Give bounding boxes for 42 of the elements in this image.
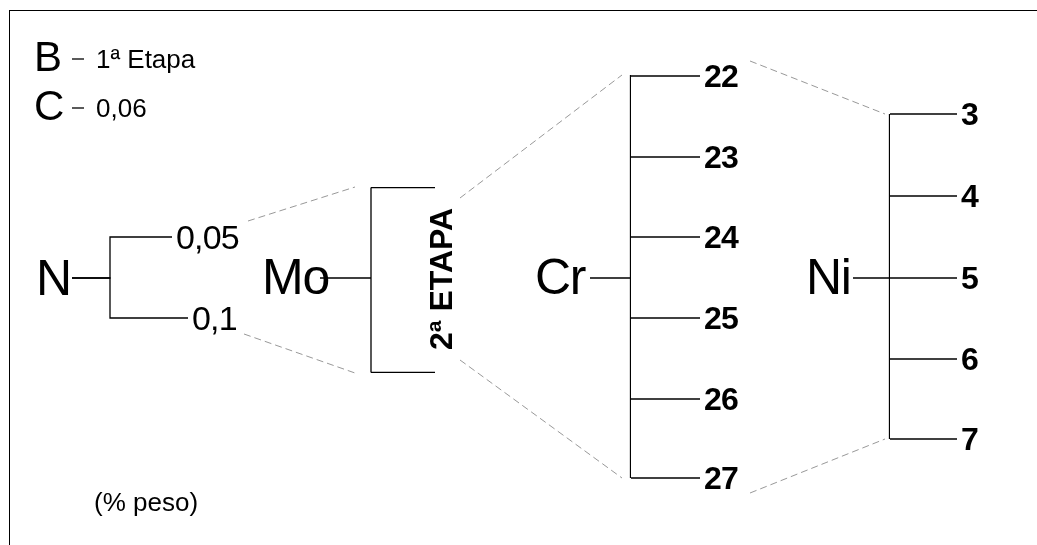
tree-line	[630, 156, 701, 158]
dashed-line	[243, 333, 356, 374]
tree-line	[630, 477, 701, 479]
value-label: 4	[961, 181, 987, 211]
stage-label: 2ª ETAPA	[422, 198, 460, 360]
dashed-line	[459, 359, 623, 479]
unit-note: (% peso)	[94, 489, 199, 515]
value-label: 5	[961, 263, 987, 293]
dashed-line	[459, 74, 623, 199]
tree-line	[630, 398, 701, 400]
value-label: 0,1	[192, 302, 244, 334]
tree-line	[630, 75, 701, 77]
tree-line	[889, 358, 958, 360]
element-label: C	[34, 85, 65, 127]
element-label: Ni	[806, 252, 851, 302]
value-label: 23	[704, 142, 750, 172]
value-label: 24	[704, 222, 750, 252]
value-label: 6	[961, 344, 987, 374]
tree-line	[630, 236, 701, 238]
element-label: Cr	[535, 252, 586, 302]
element-label: B	[34, 36, 62, 78]
value-label: 27	[704, 463, 750, 493]
tree-line	[71, 277, 189, 319]
value-label: 1ª Etapa	[96, 46, 196, 72]
tree-line	[889, 438, 958, 440]
tree-line	[889, 113, 958, 115]
value-label: 0,05	[176, 221, 248, 253]
value-label: 22	[704, 61, 750, 91]
dashed-line	[749, 438, 886, 494]
tree-line	[889, 277, 958, 279]
dashed-line	[247, 186, 356, 222]
element-label: Mo	[262, 252, 329, 302]
value-label: 3	[961, 99, 987, 129]
tree-line	[630, 317, 701, 319]
dashed-line	[749, 60, 886, 115]
value-label: 7	[961, 424, 987, 454]
tree-line	[889, 195, 958, 197]
tree-bracket	[535, 75, 631, 478]
value-label: 0,06	[96, 95, 147, 121]
value-label: N	[36, 253, 72, 303]
value-label: 26	[704, 384, 750, 414]
value-label: 25	[704, 303, 750, 333]
